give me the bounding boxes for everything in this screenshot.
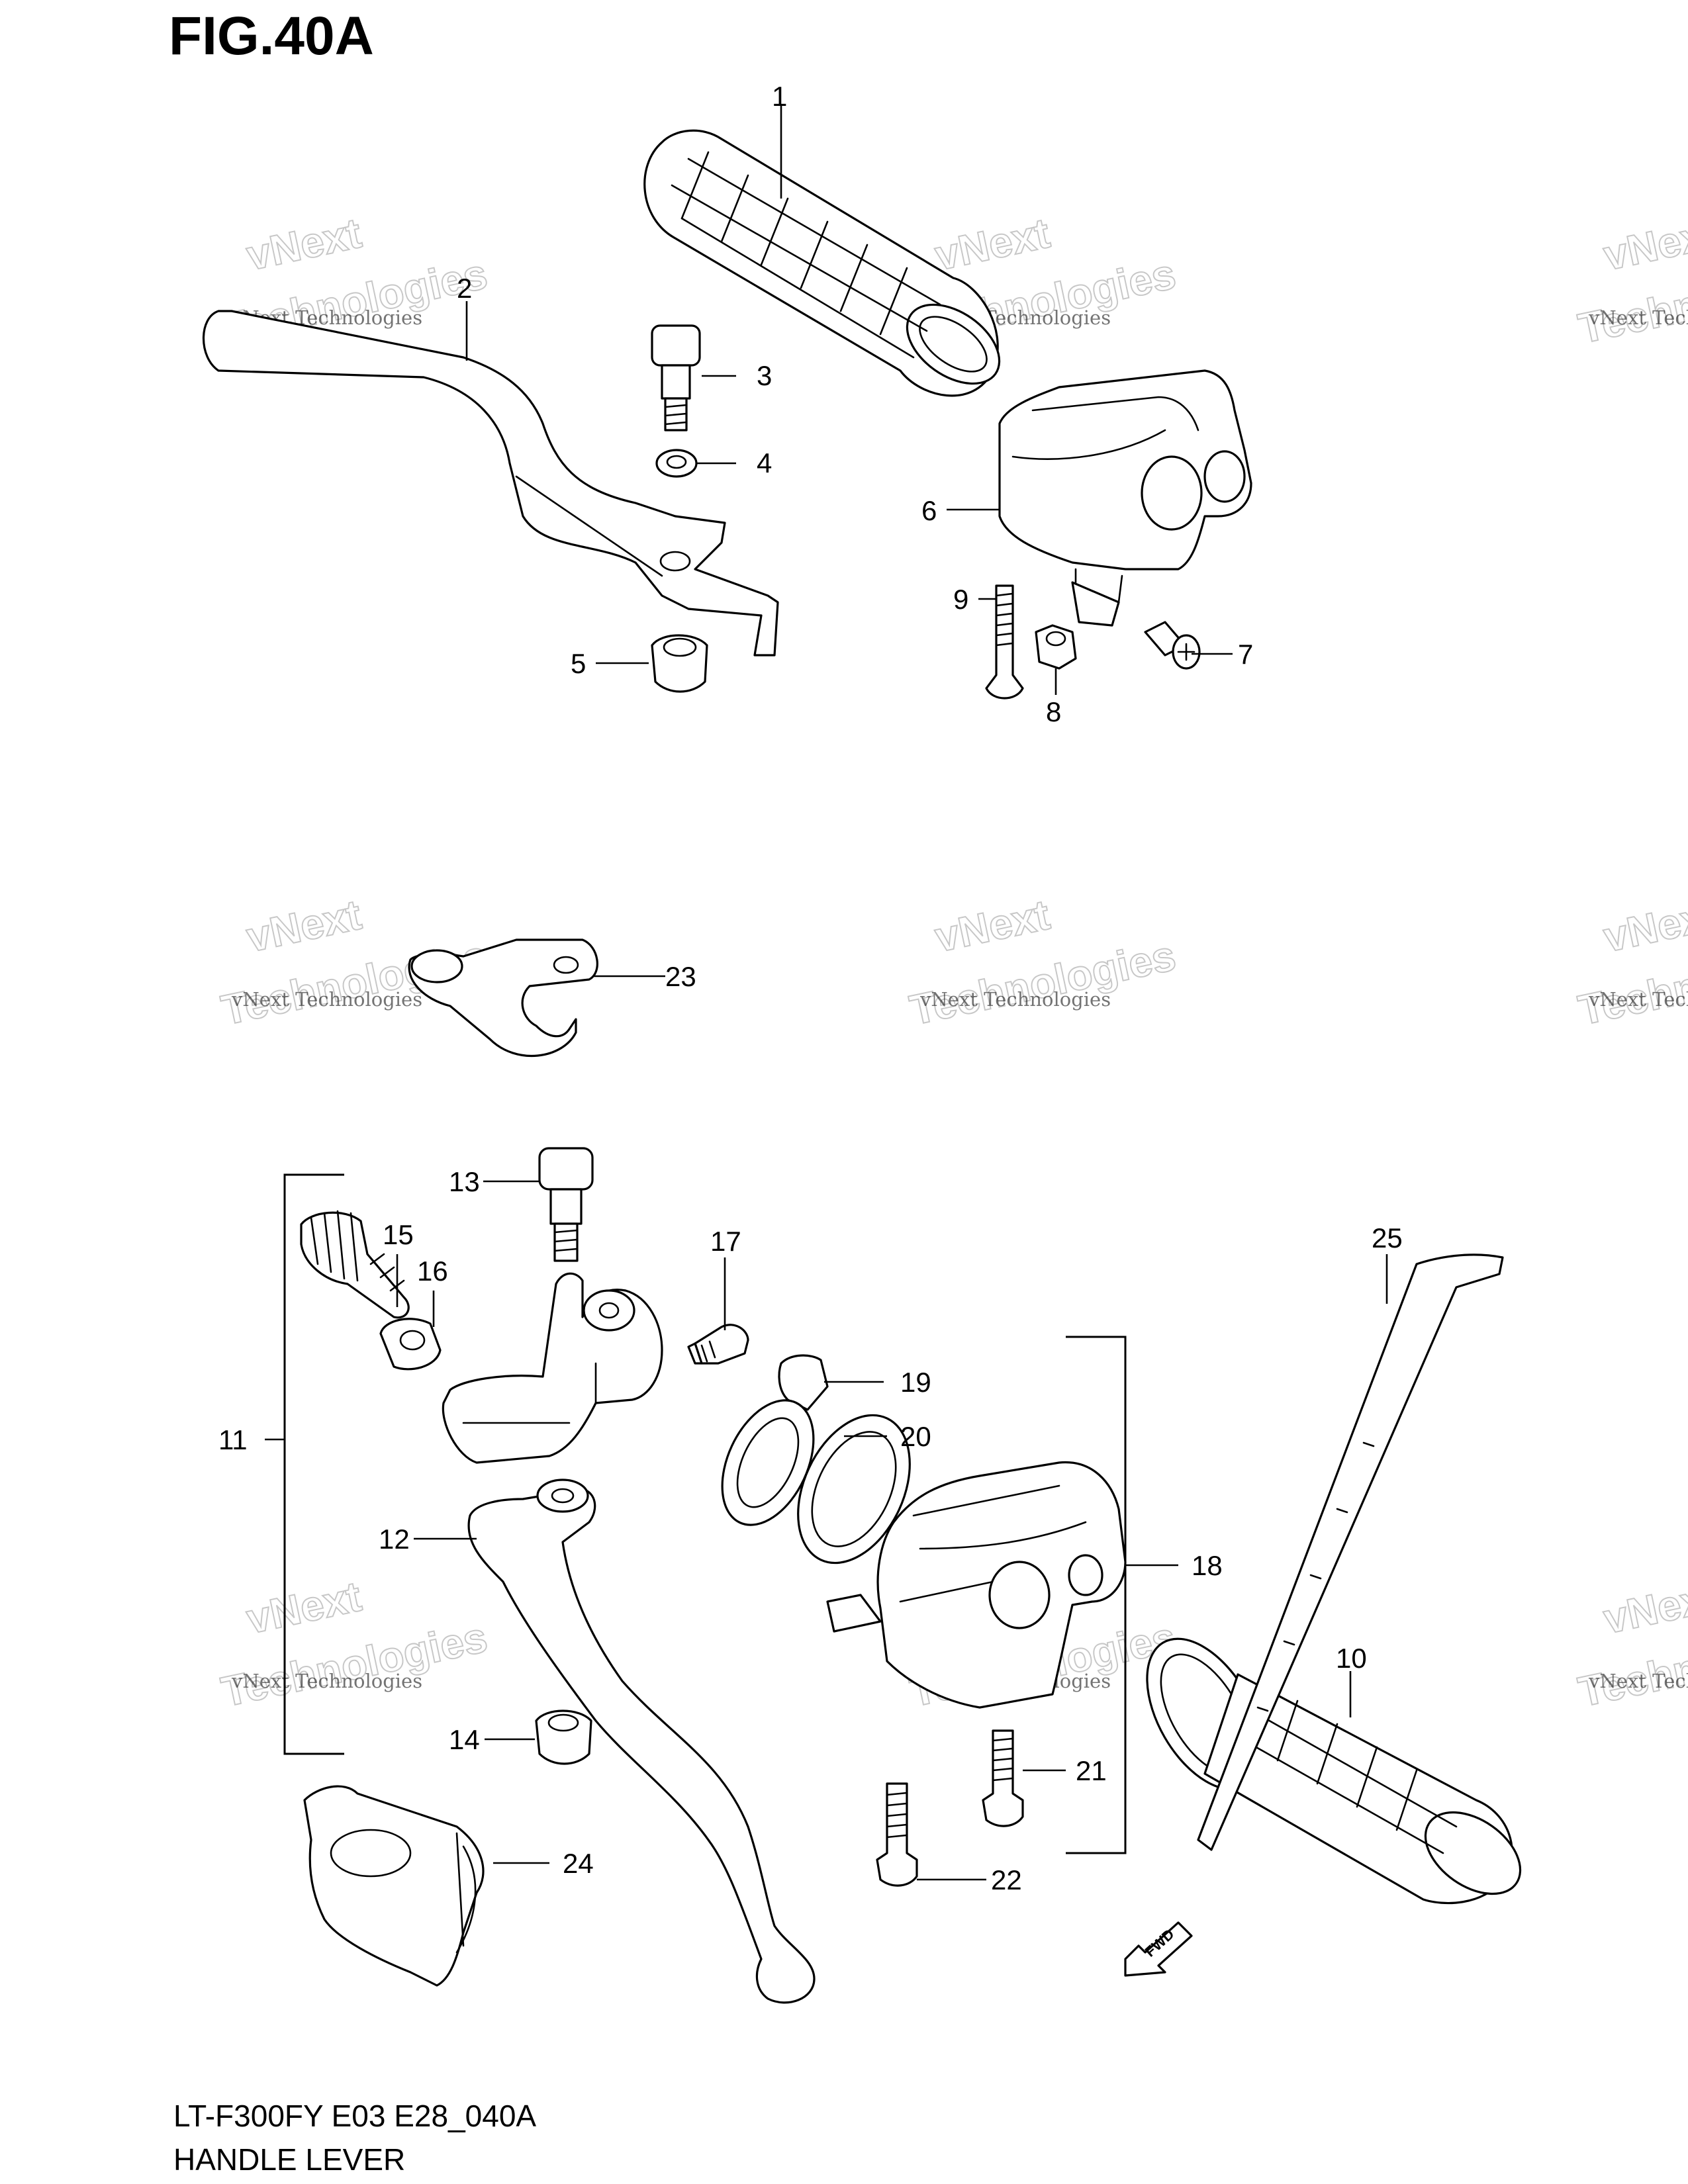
bracket-18	[1066, 1336, 1127, 1854]
callout-3: 3	[757, 360, 772, 391]
part-9-screw	[985, 584, 1024, 700]
part-4-washer	[655, 449, 698, 478]
callout-18: 18	[1192, 1550, 1223, 1581]
watermark-small-9: vNext Technologies	[1588, 1670, 1688, 1692]
part-23-lever	[408, 938, 598, 1058]
callout-11: 11	[218, 1424, 248, 1455]
watermark-small-6: vNext Technologies	[1588, 988, 1688, 1011]
part-19-cap	[778, 1354, 829, 1411]
callout-24: 24	[563, 1848, 594, 1879]
part-8-nut	[1035, 624, 1077, 670]
part-1-grip	[643, 129, 1001, 397]
part-12-clutch-lever	[467, 1479, 816, 2004]
watermark-big-1a: vNext	[242, 209, 365, 280]
part-18-switch-housing	[826, 1461, 1127, 1709]
part-5-nut	[651, 634, 708, 693]
part-22-screw	[876, 1782, 918, 1887]
part-25-cable-tie	[1197, 1253, 1504, 1851]
callout-25: 25	[1372, 1222, 1403, 1253]
callout-14: 14	[449, 1724, 480, 1755]
footer-section-name: HANDLE LEVER	[173, 2142, 406, 2177]
watermark-big-3a: vNext	[1599, 209, 1688, 280]
callout-23: 23	[665, 961, 696, 992]
callout-19: 19	[900, 1367, 931, 1398]
callout-5: 5	[571, 648, 586, 679]
callout-9: 9	[953, 584, 968, 615]
callout-7: 7	[1238, 639, 1253, 670]
part-10-grip	[1146, 1637, 1522, 1905]
watermark-6: vNext Technologies vNext Technologies	[1573, 890, 1688, 1035]
callout-20: 20	[900, 1421, 931, 1452]
watermark-big-4a: vNext	[242, 891, 365, 962]
fwd-arrow: FWD	[1124, 1921, 1193, 1977]
part-24-lever-cover	[303, 1785, 485, 1987]
watermark-9: vNext Technologies vNext Technologies	[1573, 1572, 1688, 1717]
watermark-big-5a: vNext	[931, 891, 1053, 962]
watermark-big-9a: vNext	[1599, 1572, 1688, 1643]
watermark-big-2a: vNext	[931, 209, 1053, 280]
leader-lines	[265, 106, 1388, 1881]
part-16-locknut	[379, 1318, 442, 1371]
figure-title: FIG.40A	[169, 6, 374, 66]
watermark-small-7: vNext Technologies	[231, 1670, 422, 1692]
callout-2: 2	[457, 273, 472, 304]
watermark-small-4: vNext Technologies	[231, 988, 422, 1011]
watermark-3: vNext Technologies vNext Technologies	[1573, 208, 1688, 353]
part-13-pivot-bolt	[538, 1147, 594, 1262]
bracket-11	[283, 1173, 344, 1755]
callout-15: 15	[383, 1219, 414, 1250]
callout-21: 21	[1076, 1755, 1107, 1786]
watermark-small-3: vNext Technologies	[1588, 306, 1688, 329]
callout-13: 13	[449, 1166, 480, 1197]
watermark-7: vNext Technologies vNext Technologies	[216, 1572, 492, 1717]
watermark-small-5: vNext Technologies	[919, 988, 1111, 1011]
callout-12: 12	[379, 1524, 410, 1555]
part-14-nut	[535, 1709, 592, 1765]
callout-6: 6	[921, 495, 937, 526]
watermark-5: vNext Technologies vNext Technologies	[905, 890, 1180, 1035]
part-20-ring	[721, 1399, 911, 1565]
part-6-switch-housing	[998, 369, 1252, 627]
callout-8: 8	[1046, 696, 1061, 727]
part-17-bolt	[687, 1324, 749, 1365]
part-2-brake-lever	[202, 310, 779, 657]
part-3-pivot-bolt	[651, 324, 701, 432]
callout-16: 16	[417, 1255, 448, 1287]
callout-numbers: 1 2 3 4 5 6 7 8 9 10 11 12 13 14 15 16 1…	[218, 81, 1403, 1895]
callout-22: 22	[991, 1864, 1022, 1895]
part-15-adjuster	[300, 1210, 410, 1319]
callout-17: 17	[710, 1226, 741, 1257]
part-7-screw	[1144, 621, 1201, 670]
footer-model-code: LT-F300FY E03 E28_040A	[173, 2099, 537, 2133]
callout-1: 1	[772, 81, 787, 112]
callout-4: 4	[757, 447, 772, 478]
callout-10: 10	[1336, 1643, 1367, 1674]
watermark-big-6a: vNext	[1599, 891, 1688, 962]
part-11-bracket	[442, 1272, 663, 1464]
watermark-big-7a: vNext	[242, 1572, 365, 1643]
part-21-screw	[982, 1729, 1024, 1827]
